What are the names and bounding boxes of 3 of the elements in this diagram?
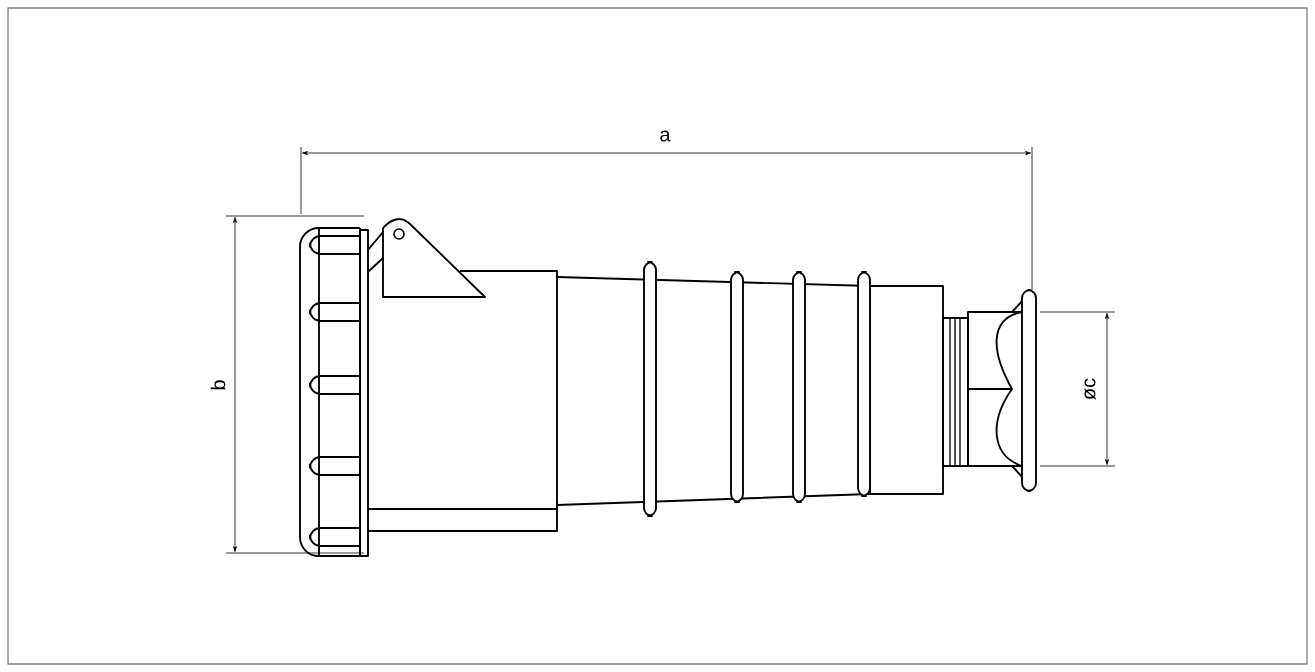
dimension-label: b <box>210 380 226 390</box>
dimension-label: øc <box>1084 378 1096 400</box>
dimension-label: a <box>660 130 671 142</box>
